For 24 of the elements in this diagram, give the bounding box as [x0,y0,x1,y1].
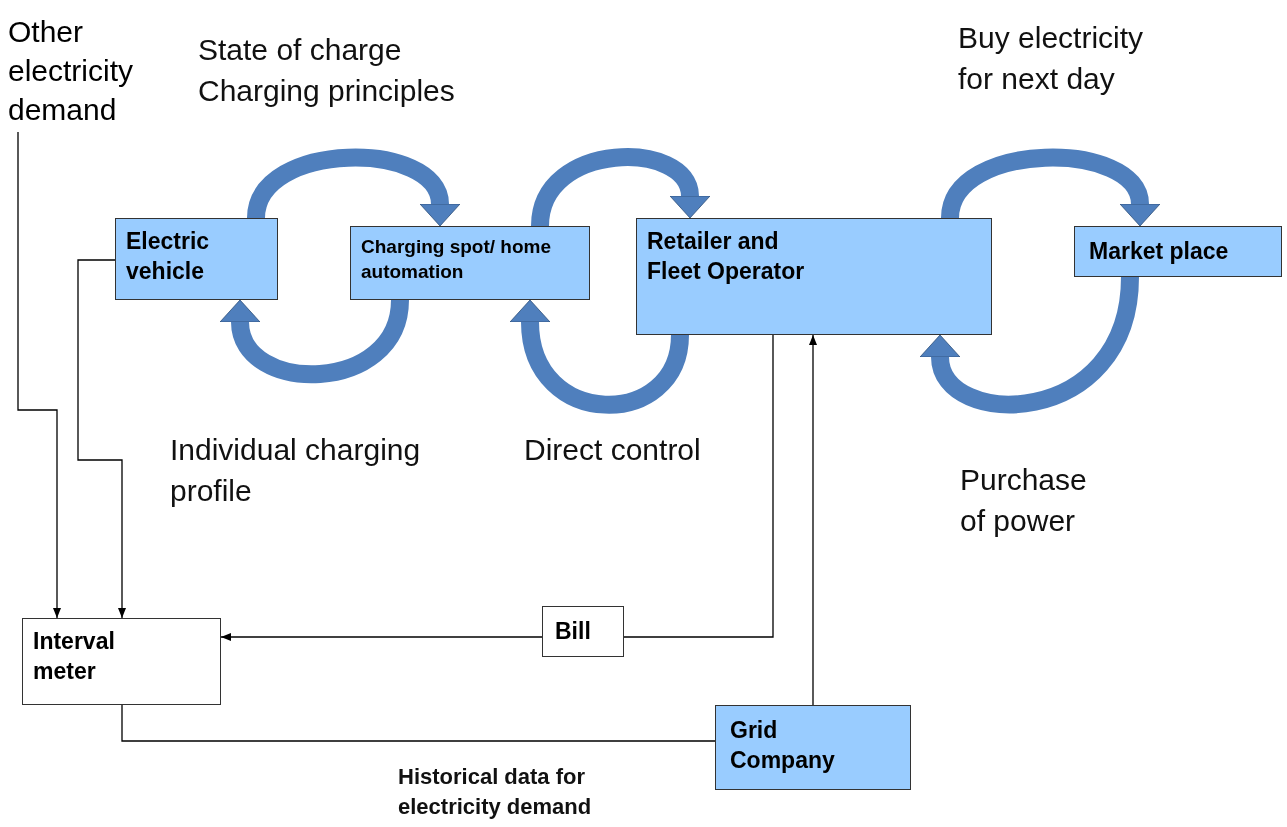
process-box [636,218,992,335]
curved-arrow [531,148,710,228]
curved-arrow [920,276,1139,414]
process-box [715,705,911,790]
curved-arrow [219,298,409,383]
connector-line [623,334,774,638]
process-box [1074,226,1282,277]
box-label: Electric vehicle [126,227,211,286]
arrow [17,131,61,619]
process-box [350,226,590,300]
box-label: Grid Company [730,716,836,775]
connector-line [121,704,716,742]
process-box [542,606,624,657]
process-box [115,218,278,300]
box-label: Bill [555,617,592,646]
arrow [809,334,817,706]
box-label: Market place [1089,237,1230,266]
arrow [220,633,543,641]
arrow [77,259,126,619]
box-label: Charging spot/ home automation [361,235,551,284]
box-label: Retailer and Fleet Operator [647,227,806,286]
box-label: Interval meter [33,627,116,686]
text-label: Other electricity demand [8,12,173,130]
process-box [22,618,221,705]
